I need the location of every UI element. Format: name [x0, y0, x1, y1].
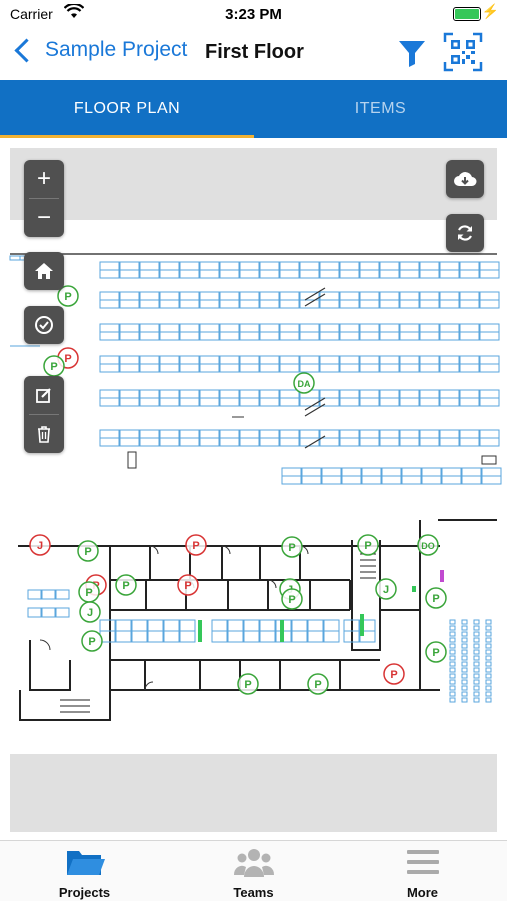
trash-icon — [38, 426, 50, 443]
marker-p[interactable]: P — [78, 581, 100, 603]
svg-text:P: P — [364, 540, 371, 552]
svg-text:P: P — [184, 580, 191, 592]
back-label: Sample Project — [45, 38, 188, 61]
svg-text:J: J — [87, 607, 93, 619]
marker-j[interactable]: J — [29, 534, 51, 556]
page-title: First Floor — [205, 41, 304, 63]
home-button[interactable] — [24, 252, 64, 290]
edit-button[interactable] — [24, 376, 64, 414]
svg-text:P: P — [64, 291, 71, 303]
marker-p[interactable]: P — [425, 641, 447, 663]
tab-projects-label: Projects — [58, 885, 111, 900]
marker-p[interactable]: P — [81, 630, 103, 652]
charging-icon: ⚡ — [481, 3, 499, 19]
refresh-button[interactable] — [446, 214, 484, 252]
cloud-download-icon — [454, 172, 477, 186]
menu-icon — [406, 850, 439, 874]
marker-p[interactable]: P — [115, 574, 137, 596]
status-bar: Carrier 3:23 PM ⚡ — [0, 0, 507, 28]
marker-p[interactable]: P — [281, 588, 303, 610]
tab-teams-label: Teams — [233, 885, 274, 900]
tab-more[interactable]: More — [338, 841, 507, 901]
svg-text:P: P — [390, 669, 397, 681]
marker-p[interactable]: P — [77, 540, 99, 562]
folder-icon — [66, 851, 105, 875]
svg-text:P: P — [244, 679, 251, 691]
select-control — [24, 306, 64, 344]
marker-p[interactable]: P — [307, 673, 329, 695]
carrier-label: Carrier — [10, 6, 53, 22]
marker-do[interactable]: DO — [417, 534, 439, 556]
tab-more-label: More — [406, 885, 439, 900]
delete-button[interactable] — [24, 415, 64, 453]
marker-p[interactable]: P — [177, 574, 199, 596]
tab-teams[interactable]: Teams — [169, 841, 338, 901]
floor-plan-drawing[interactable]: PPPDAJPPPPDOPPPPJJPJPPPPPP — [0, 220, 507, 754]
svg-text:P: P — [85, 587, 92, 599]
svg-text:P: P — [50, 361, 57, 373]
marker-j[interactable]: J — [375, 578, 397, 600]
home-icon — [35, 263, 53, 279]
zoom-controls: + − — [24, 160, 64, 237]
svg-text:P: P — [288, 542, 295, 554]
svg-text:J: J — [383, 584, 389, 596]
tab-projects[interactable]: Projects — [0, 841, 169, 901]
wifi-icon — [64, 4, 84, 18]
svg-text:P: P — [88, 636, 95, 648]
svg-text:P: P — [314, 679, 321, 691]
refresh-icon — [457, 225, 473, 241]
marker-p[interactable]: P — [425, 587, 447, 609]
marker-p[interactable]: P — [281, 536, 303, 558]
floor-plan-viewer[interactable]: PPPDAJPPPPDOPPPPJJPJPPPPPP + − — [0, 138, 507, 840]
svg-text:P: P — [64, 353, 71, 365]
home-control — [24, 252, 64, 290]
clock: 3:23 PM — [225, 6, 282, 23]
download-button[interactable] — [446, 160, 484, 198]
marker-p[interactable]: P — [185, 534, 207, 556]
edit-icon — [36, 388, 51, 403]
svg-text:P: P — [122, 580, 129, 592]
qr-code-icon[interactable] — [443, 32, 483, 72]
marker-p[interactable]: P — [383, 663, 405, 685]
filter-icon[interactable] — [398, 38, 426, 68]
refresh-control — [446, 214, 484, 252]
battery-icon — [453, 7, 481, 21]
svg-text:P: P — [192, 540, 199, 552]
segment-tabs: FLOOR PLAN ITEMS — [0, 80, 507, 138]
download-control — [446, 160, 484, 198]
svg-text:P: P — [432, 647, 439, 659]
svg-text:J: J — [37, 540, 43, 552]
svg-text:P: P — [432, 593, 439, 605]
marker-da[interactable]: DA — [293, 372, 315, 394]
zoom-out-button[interactable]: − — [24, 199, 64, 237]
bottom-tab-bar: Projects Teams More — [0, 840, 507, 901]
svg-text:P: P — [84, 546, 91, 558]
tab-indicator — [0, 135, 254, 138]
edit-controls — [24, 376, 64, 453]
plus-icon: + — [36, 165, 51, 192]
minus-icon: − — [36, 204, 51, 231]
marker-p[interactable]: P — [43, 355, 65, 377]
svg-text:DO: DO — [421, 541, 435, 551]
svg-text:DA: DA — [298, 379, 311, 389]
zoom-in-button[interactable]: + — [24, 160, 64, 198]
navigation-bar: Sample Project First Floor — [0, 28, 507, 78]
marker-p[interactable]: P — [357, 534, 379, 556]
map-margin-top — [10, 148, 497, 220]
people-icon — [233, 849, 274, 877]
select-check-button[interactable] — [24, 306, 64, 344]
marker-j[interactable]: J — [79, 601, 101, 623]
check-circle-icon — [35, 316, 53, 334]
marker-p[interactable]: P — [57, 285, 79, 307]
svg-text:P: P — [288, 594, 295, 606]
back-button[interactable]: Sample Project — [12, 37, 188, 63]
tab-items[interactable]: ITEMS — [354, 100, 407, 117]
chevron-left-icon — [14, 37, 39, 63]
map-margin-bottom — [10, 754, 497, 832]
tab-floor-plan[interactable]: FLOOR PLAN — [73, 100, 181, 117]
marker-p[interactable]: P — [237, 673, 259, 695]
